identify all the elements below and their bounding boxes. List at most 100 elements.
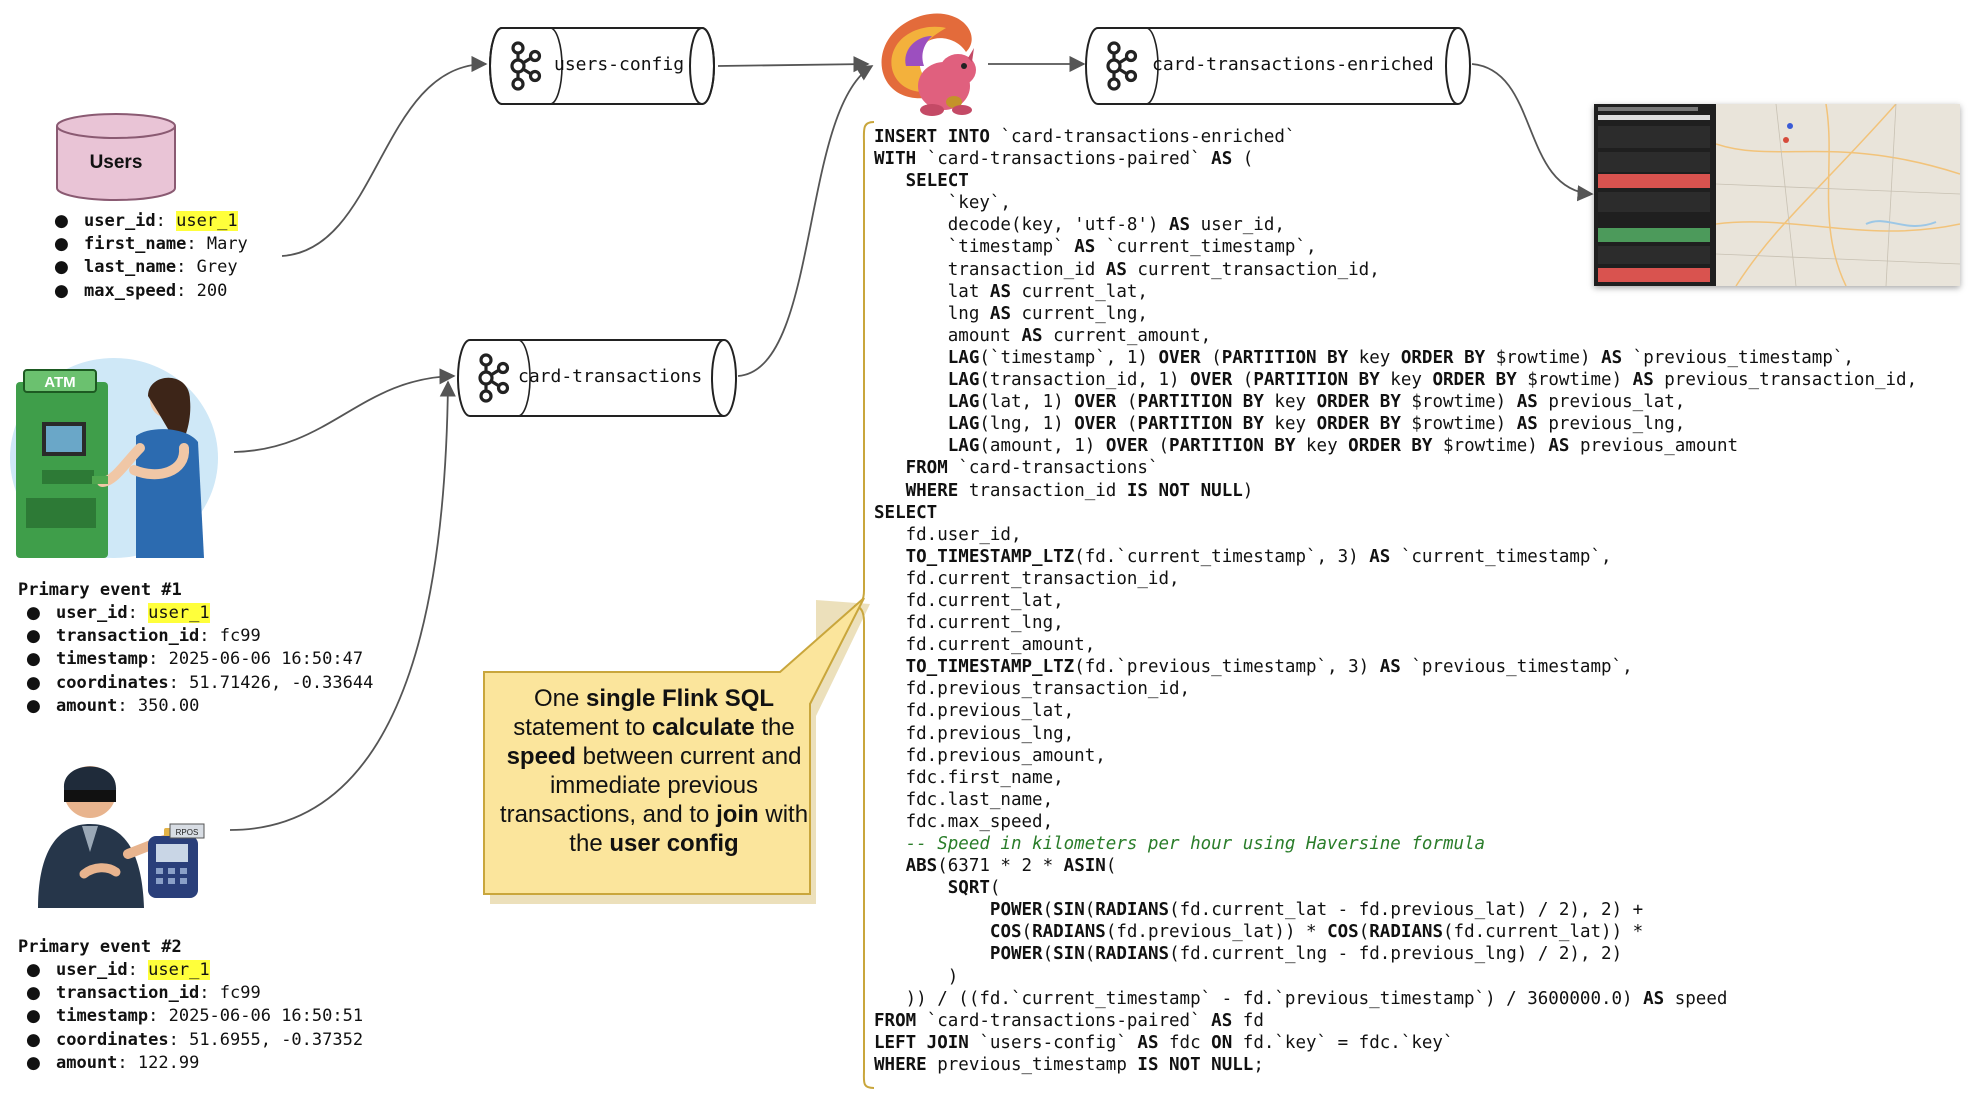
sql-text: `previous_timestamp`, (1400, 657, 1633, 678)
sql-line: decode(key, 'utf-8') AS user_id, (874, 214, 1917, 236)
sql-keyword: AS (1632, 370, 1654, 391)
sql-text: `timestamp` (874, 237, 1075, 258)
sql-text: key (1295, 436, 1349, 457)
sql-keyword: SIN (1053, 944, 1085, 965)
sql-line: WHERE previous_timestamp IS NOT NULL; (874, 1054, 1917, 1076)
event-field: ●amount: 122.99 (26, 1052, 200, 1073)
sql-keyword: PARTITION BY (1137, 392, 1264, 413)
flink-sql-statement: INSERT INTO `card-transactions-enriched`… (874, 126, 1917, 1076)
sql-text: ( (1232, 149, 1254, 170)
sql-comment: -- Speed in kilometers per hour using Ha… (905, 834, 1486, 854)
kafka-topic-cylinder (1085, 27, 1471, 105)
sql-text: (fd.current_lng - fd.previous_lng) / 2),… (1169, 944, 1623, 965)
sql-keyword: ASIN (1063, 856, 1106, 877)
sql-text: fdc.max_speed, (874, 811, 1054, 832)
sql-line: `key`, (874, 192, 1917, 214)
sql-line: FROM `card-transactions-paired` AS fd (874, 1010, 1917, 1032)
sql-text: ( (1084, 944, 1096, 965)
sql-text (874, 348, 948, 368)
event-field: ●transaction_id: fc99 (26, 983, 261, 1004)
sql-keyword: TO_TIMESTAMP_LTZ (905, 546, 1075, 567)
map-icon (1716, 104, 1960, 286)
pos-sign: RPOS (176, 828, 199, 837)
sql-text (874, 922, 990, 942)
sql-text: ( (1042, 944, 1054, 965)
sql-line: FROM `card-transactions` (874, 457, 1917, 479)
sql-text: user_id, (1190, 215, 1285, 236)
sql-keyword: AS (1137, 1032, 1159, 1053)
arrow-atm-to-card-transactions (233, 368, 456, 453)
sql-keyword: ORDER BY (1432, 370, 1517, 391)
sql-line: fd.current_lat, (874, 590, 1917, 612)
sql-line: -- Speed in kilometers per hour using Ha… (874, 833, 1917, 855)
sql-line: fd.current_transaction_id, (874, 568, 1917, 590)
sql-text: current_transaction_id, (1126, 259, 1380, 280)
sql-text: (lat, 1) (979, 392, 1075, 413)
sql-text: key (1263, 392, 1317, 413)
sql-line: SQRT( (874, 877, 1917, 899)
sql-text: fd.current_amount, (874, 635, 1096, 656)
sql-keyword: AS (1211, 1010, 1233, 1031)
sql-keyword: LAG (947, 436, 980, 457)
topic-users-config: users-config (488, 26, 720, 106)
sql-keyword: AS (1074, 237, 1096, 258)
sql-line: WITH `card-transactions-paired` AS ( (874, 148, 1917, 170)
sql-keyword: SELECT (874, 502, 938, 523)
sql-keyword: PARTITION BY (1253, 370, 1380, 391)
sql-text (874, 414, 948, 434)
sql-text: (fd.current_lat)) * (1443, 922, 1644, 943)
sql-keyword: ORDER BY (1316, 414, 1401, 435)
atm-sign: ATM (44, 374, 75, 391)
sql-keyword: ORDER BY (1316, 392, 1401, 413)
sql-line: POWER(SIN(RADIANS(fd.current_lng - fd.pr… (874, 943, 1917, 965)
sql-line: POWER(SIN(RADIANS(fd.current_lat - fd.pr… (874, 899, 1917, 921)
kafka-icon (1106, 41, 1138, 91)
dashboard-search-bar (1598, 115, 1710, 120)
event-title: Primary event #1 (18, 580, 182, 600)
sql-text: (`timestamp`, 1) (979, 347, 1159, 368)
sql-text: fd.previous_amount, (874, 745, 1106, 766)
event-field: ●coordinates: 51.6955, -0.37352 (26, 1029, 364, 1050)
sql-keyword: IS NOT NULL (1137, 1054, 1254, 1075)
atm-icon: ATM (10, 358, 218, 558)
sql-text: decode(key, 'utf-8') (874, 215, 1170, 236)
topic-label: card-transactions (518, 366, 703, 387)
sql-text (874, 856, 906, 876)
sql-text: (lng, 1) (979, 414, 1075, 435)
sql-line: fd.current_lng, (874, 612, 1917, 634)
dashboard-event-card (1598, 126, 1710, 148)
sql-text (874, 944, 990, 964)
sql-keyword: OVER (1105, 436, 1148, 457)
event-field: ●coordinates: 51.71426, -0.33644 (26, 672, 374, 693)
sql-text: fdc (1158, 1032, 1212, 1053)
sql-text: `current_timestamp`, (1390, 546, 1612, 567)
map-marker (1783, 137, 1789, 143)
sql-text: fd.user_id, (874, 524, 1022, 545)
sql-keyword: AS (1516, 414, 1538, 435)
arrow-users-to-users-config (281, 55, 488, 257)
sql-text: `card-transactions-paired` (916, 149, 1212, 170)
sql-keyword: FROM (874, 1010, 917, 1031)
sql-keyword: AS (1516, 392, 1538, 413)
sql-text: fd.current_lng, (874, 613, 1064, 634)
sql-text: ( (1232, 370, 1254, 391)
sql-text: $rowtime) (1485, 347, 1602, 368)
topic-label: card-transactions-enriched (1152, 54, 1434, 75)
sql-text: $rowtime) (1516, 370, 1633, 391)
sql-text: ( (1147, 436, 1170, 457)
sql-text: fd.previous_lng, (874, 723, 1075, 744)
sql-line: fd.previous_transaction_id, (874, 678, 1917, 700)
sql-text: previous_lat, (1537, 392, 1686, 413)
dashboard-header-bar (1598, 107, 1698, 111)
sql-text: ( (1021, 922, 1033, 943)
sql-text: fd.current_transaction_id, (874, 568, 1180, 589)
sql-text: ( (989, 878, 1001, 899)
sql-line: amount AS current_amount, (874, 325, 1917, 347)
sql-text: `card-transactions` (947, 458, 1159, 479)
sql-text: $rowtime) (1400, 392, 1517, 413)
sql-text: `current_timestamp`, (1095, 237, 1317, 258)
sql-keyword: ABS (905, 856, 938, 877)
users-field: ●first_name: Mary (54, 234, 248, 255)
sql-keyword: AS (1169, 215, 1191, 236)
sql-text: key (1348, 347, 1401, 368)
